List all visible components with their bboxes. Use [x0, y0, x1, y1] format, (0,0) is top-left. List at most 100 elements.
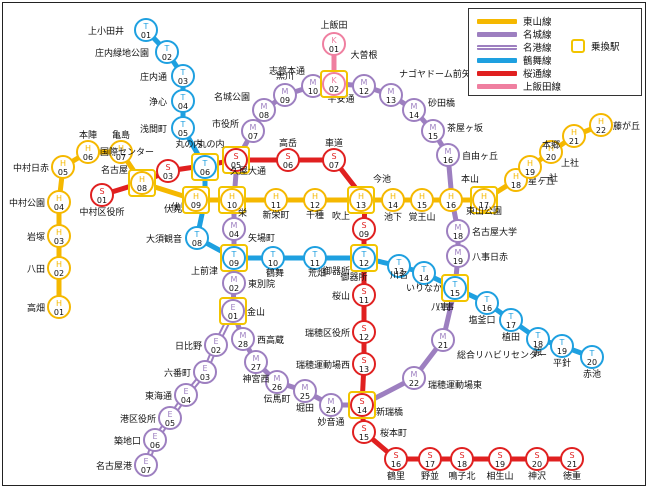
- station-name: 浅間町: [140, 123, 167, 135]
- station-code-number: 20: [587, 358, 597, 367]
- station-s10[interactable]: 御器所: [323, 265, 350, 277]
- station-name: 鶴舞: [266, 267, 284, 279]
- station-code-prefix: H: [139, 175, 145, 184]
- station-m20[interactable]: 八事: [431, 301, 449, 313]
- station-name: 星ヶ丘: [528, 176, 555, 187]
- station-m01[interactable]: 金山: [247, 306, 265, 318]
- station-marker: [174, 383, 198, 407]
- station-code-prefix: T: [202, 159, 208, 168]
- station-marker: [526, 327, 550, 351]
- station-s04[interactable]: 丸の内: [175, 138, 202, 150]
- station-e01[interactable]: E01: [221, 299, 245, 323]
- station-code-prefix: S: [331, 152, 336, 161]
- station-marker: [204, 333, 228, 357]
- station-k02[interactable]: K02: [322, 72, 346, 96]
